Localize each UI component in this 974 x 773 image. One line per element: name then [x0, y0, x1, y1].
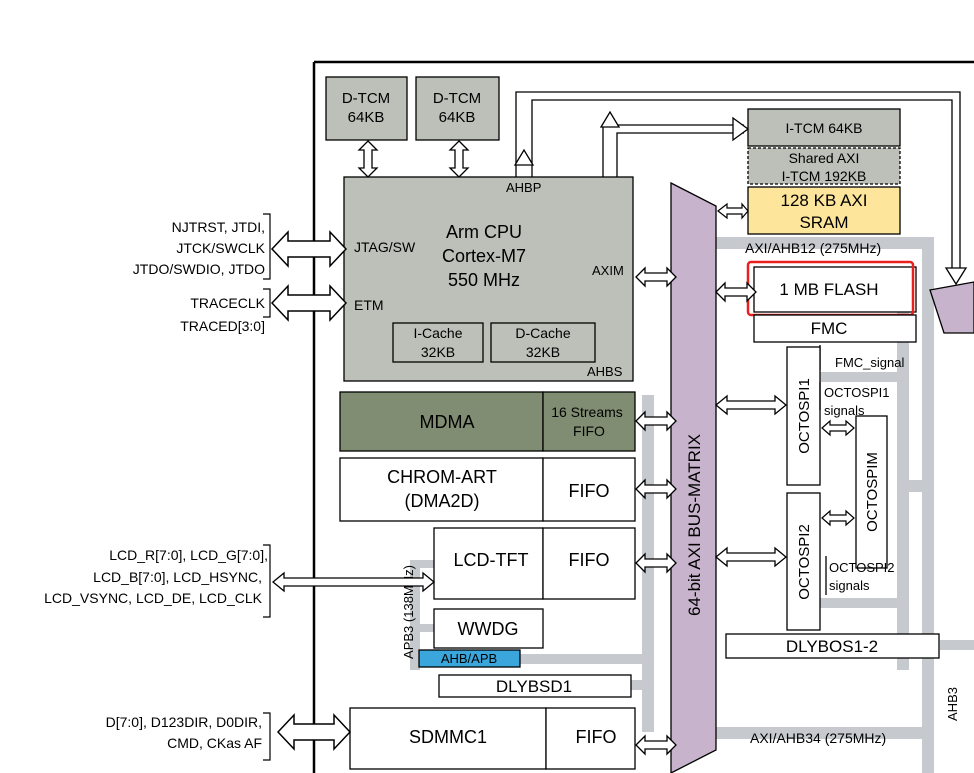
cpu-core: Cortex-M7 — [442, 246, 526, 266]
lcd-tft-label: LCD-TFT — [454, 550, 529, 570]
octospi-octospim-arrows — [821, 419, 855, 527]
jtag-signal-group: NJTRST, JTDI, JTCK/SWCLK JTDO/SWDIO, JTD… — [133, 213, 348, 280]
cpu-frequency: 550 MHz — [448, 270, 520, 290]
ahbp-label: AHBP — [506, 180, 541, 195]
right-matrix-arrows — [714, 202, 788, 568]
lcd-signal-3: LCD_VSYNC, LCD_DE, LCD_CLK — [44, 590, 263, 606]
itcm-block: I-TCM 64KB — [747, 108, 901, 147]
jtag-signal-3: JTDO/SWDIO, JTDO — [133, 261, 265, 277]
mdma-fifo-label: FIFO — [573, 423, 605, 439]
octospi2-signals-line2: signals — [829, 578, 870, 593]
lcd-signal-group: LCD_R[7:0], LCD_G[7:0], LCD_B[7:0], LCD_… — [44, 544, 436, 618]
ahbs-label: AHBS — [587, 364, 623, 379]
chromart-label: CHROM-ART — [387, 467, 497, 487]
axi-ahb12-label: AXI/AHB12 (275MHz) — [745, 240, 881, 256]
octospi2-label: OCTOSPI2 — [796, 524, 813, 600]
dtcm-1-size: 64KB — [348, 109, 385, 126]
octospi1-label: OCTOSPI1 — [796, 378, 813, 454]
lcd-tft-block: LCD-TFT FIFO — [433, 527, 636, 600]
sdmmc-fifo: FIFO — [576, 727, 617, 747]
icache-label: I-Cache — [413, 325, 462, 341]
chromart-sub: (DMA2D) — [405, 491, 480, 511]
trace-signal-1: TRACECLK — [190, 295, 265, 311]
dtcm-block-1: D-TCM 64KB — [325, 76, 408, 141]
sdmmc-label: SDMMC1 — [409, 727, 487, 747]
cpu-block: AHBP Arm CPU Cortex-M7 550 MHz JTAG/SW E… — [343, 176, 634, 382]
itcm-arrowhead — [732, 116, 750, 142]
chromart-block: CHROM-ART (DMA2D) FIFO — [339, 457, 636, 522]
ahb3-label: AHB3 — [945, 687, 960, 721]
jtag-signal-1: NJTRST, JTDI, — [172, 219, 265, 235]
shared-itcm-block: Shared AXI I-TCM 192KB — [747, 147, 901, 185]
sdmmc-signal-2: CMD, CKas AF — [167, 735, 262, 751]
mdma-label: MDMA — [420, 412, 475, 432]
flash-label: 1 MB FLASH — [779, 280, 878, 299]
etm-port-label: ETM — [354, 297, 384, 313]
sdmmc-signal-group: D[7:0], D123DIR, D0DIR, CMD, CKas AF — [106, 712, 352, 761]
dcache-size: 32KB — [526, 344, 560, 360]
jtag-port-label: JTAG/SW — [354, 239, 416, 255]
axi-ahb34-label: AXI/AHB34 (275MHz) — [750, 730, 886, 746]
fmc-signal-label: FMC_signal — [835, 355, 904, 370]
fmc-signal-group: FMC_signal — [819, 345, 904, 370]
octospi1-block: OCTOSPI1 OCTOSPI1 signals — [786, 346, 890, 486]
sram-label: SRAM — [799, 213, 848, 232]
bus-matrix: 64-bit AXI BUS-MATRIX — [670, 181, 717, 773]
itcm-label: I-TCM 64KB — [785, 120, 862, 136]
axim-label: AXIM — [592, 263, 624, 278]
dcache-label: D-Cache — [515, 325, 570, 341]
sdmmc-signal-1: D[7:0], D123DIR, D0DIR, — [106, 714, 262, 730]
jtag-signal-2: JTCK/SWCLK — [176, 240, 265, 256]
octospi2-block: OCTOSPI2 OCTOSPI2 signals — [786, 492, 895, 631]
octospi1-signals-line1: OCTOSPI1 — [824, 385, 890, 400]
dcache-box — [490, 322, 596, 363]
dlybos-block: DLYBOS1-2 — [725, 633, 940, 659]
dtcm-2-size: 64KB — [439, 109, 476, 126]
icache-size: 32KB — [421, 344, 455, 360]
itcm-up-arrow — [599, 110, 621, 128]
shared-itcm-size: I-TCM 192KB — [782, 168, 867, 184]
right-down-arrow — [944, 267, 968, 286]
ahbp-up-arrow — [513, 148, 535, 166]
octospim-label: OCTOSPIM — [864, 452, 881, 532]
shared-itcm-label: Shared AXI — [789, 150, 860, 166]
mdma-block: MDMA 16 Streams FIFO — [339, 391, 636, 452]
bus-matrix-label: 64-bit AXI BUS-MATRIX — [685, 434, 704, 616]
dtcm-2-label: D-TCM — [433, 90, 481, 107]
mdma-fifo-streams: 16 Streams — [551, 404, 623, 420]
dlybos-label: DLYBOS1-2 — [786, 637, 878, 656]
fmc-block: FMC — [753, 314, 917, 343]
octospi2-signals-line1: OCTOSPI2 — [829, 560, 895, 575]
sram-block: 128 KB AXI SRAM — [747, 186, 901, 235]
trace-signal-group: TRACECLK TRACED[3:0] — [180, 284, 348, 334]
lcd-signal-1: LCD_R[7:0], LCD_G[7:0], — [109, 547, 268, 563]
dtcm-1-label: D-TCM — [342, 90, 390, 107]
apb3-label: APB3 (138MHz) — [401, 565, 416, 659]
sram-size: 128 KB AXI — [781, 191, 868, 210]
wwdg-block: WWDG — [433, 608, 544, 649]
dlybsd1-block: DLYBSD1 — [438, 674, 632, 698]
trace-signal-2: TRACED[3:0] — [180, 318, 265, 334]
dlybsd1-label: DLYBSD1 — [496, 677, 572, 696]
octospi1-signals-line2: signals — [824, 403, 865, 418]
chromart-fifo: FIFO — [569, 481, 610, 501]
wwdg-label: WWDG — [458, 619, 519, 639]
cpu-name: Arm CPU — [446, 222, 522, 242]
dtcm-cpu-arrows — [357, 140, 470, 178]
ahb-apb-bridge: AHB/APB — [418, 649, 521, 668]
dtcm-block-2: D-TCM 64KB — [415, 76, 500, 141]
ahb-apb-label: AHB/APB — [441, 651, 497, 666]
octospim-block: OCTOSPIM — [855, 415, 888, 569]
fmc-label: FMC — [811, 319, 848, 338]
chip-border — [312, 60, 974, 773]
mux-trapezoid — [929, 281, 974, 334]
sdmmc-block: SDMMC1 FIFO — [349, 707, 636, 770]
lcd-fifo: FIFO — [569, 550, 610, 570]
flash-block: 1 MB FLASH — [746, 260, 917, 317]
icache-box — [392, 322, 484, 363]
lcd-signal-2: LCD_B[7:0], LCD_HSYNC, — [93, 569, 262, 585]
